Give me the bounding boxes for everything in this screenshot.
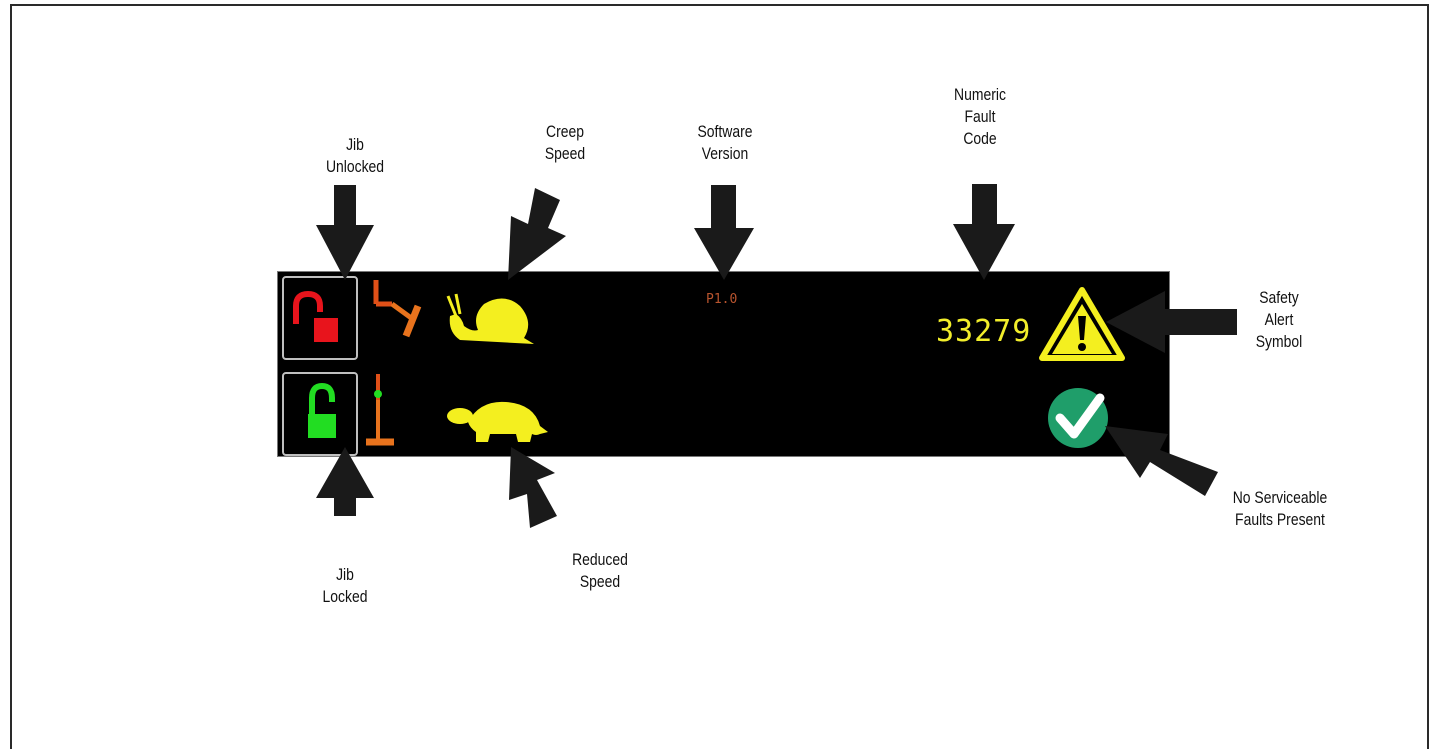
snail-icon: [446, 293, 534, 344]
arrow-creep-speed: [508, 188, 566, 280]
checkmark-circle-icon: [1048, 388, 1108, 448]
software-version-readout: P1.0: [706, 292, 738, 307]
arrow-fault-code: [953, 184, 1015, 280]
padlock-open-green-icon: [308, 382, 336, 438]
arrow-no-faults: [1105, 426, 1218, 496]
arrow-reduced-speed: [509, 447, 557, 528]
warning-triangle-icon: [1039, 287, 1125, 361]
arrow-safety-alert: [1106, 291, 1237, 353]
arrow-jib-unlocked: [316, 185, 374, 280]
turtle-icon: [447, 401, 548, 442]
padlock-open-red-icon: [293, 290, 338, 342]
arrow-jib-locked: [316, 447, 374, 516]
fault-code-readout: 33279: [936, 314, 1032, 349]
jib-upright-icon: [366, 374, 394, 446]
jib-angled-icon: [373, 280, 422, 338]
jib-unlocked-indicator: [282, 276, 358, 360]
figure-frame: [10, 4, 1429, 749]
jib-locked-indicator: [282, 372, 358, 456]
display-panel: P1.0 33279: [277, 271, 1170, 457]
arrow-software-version: [694, 185, 754, 280]
